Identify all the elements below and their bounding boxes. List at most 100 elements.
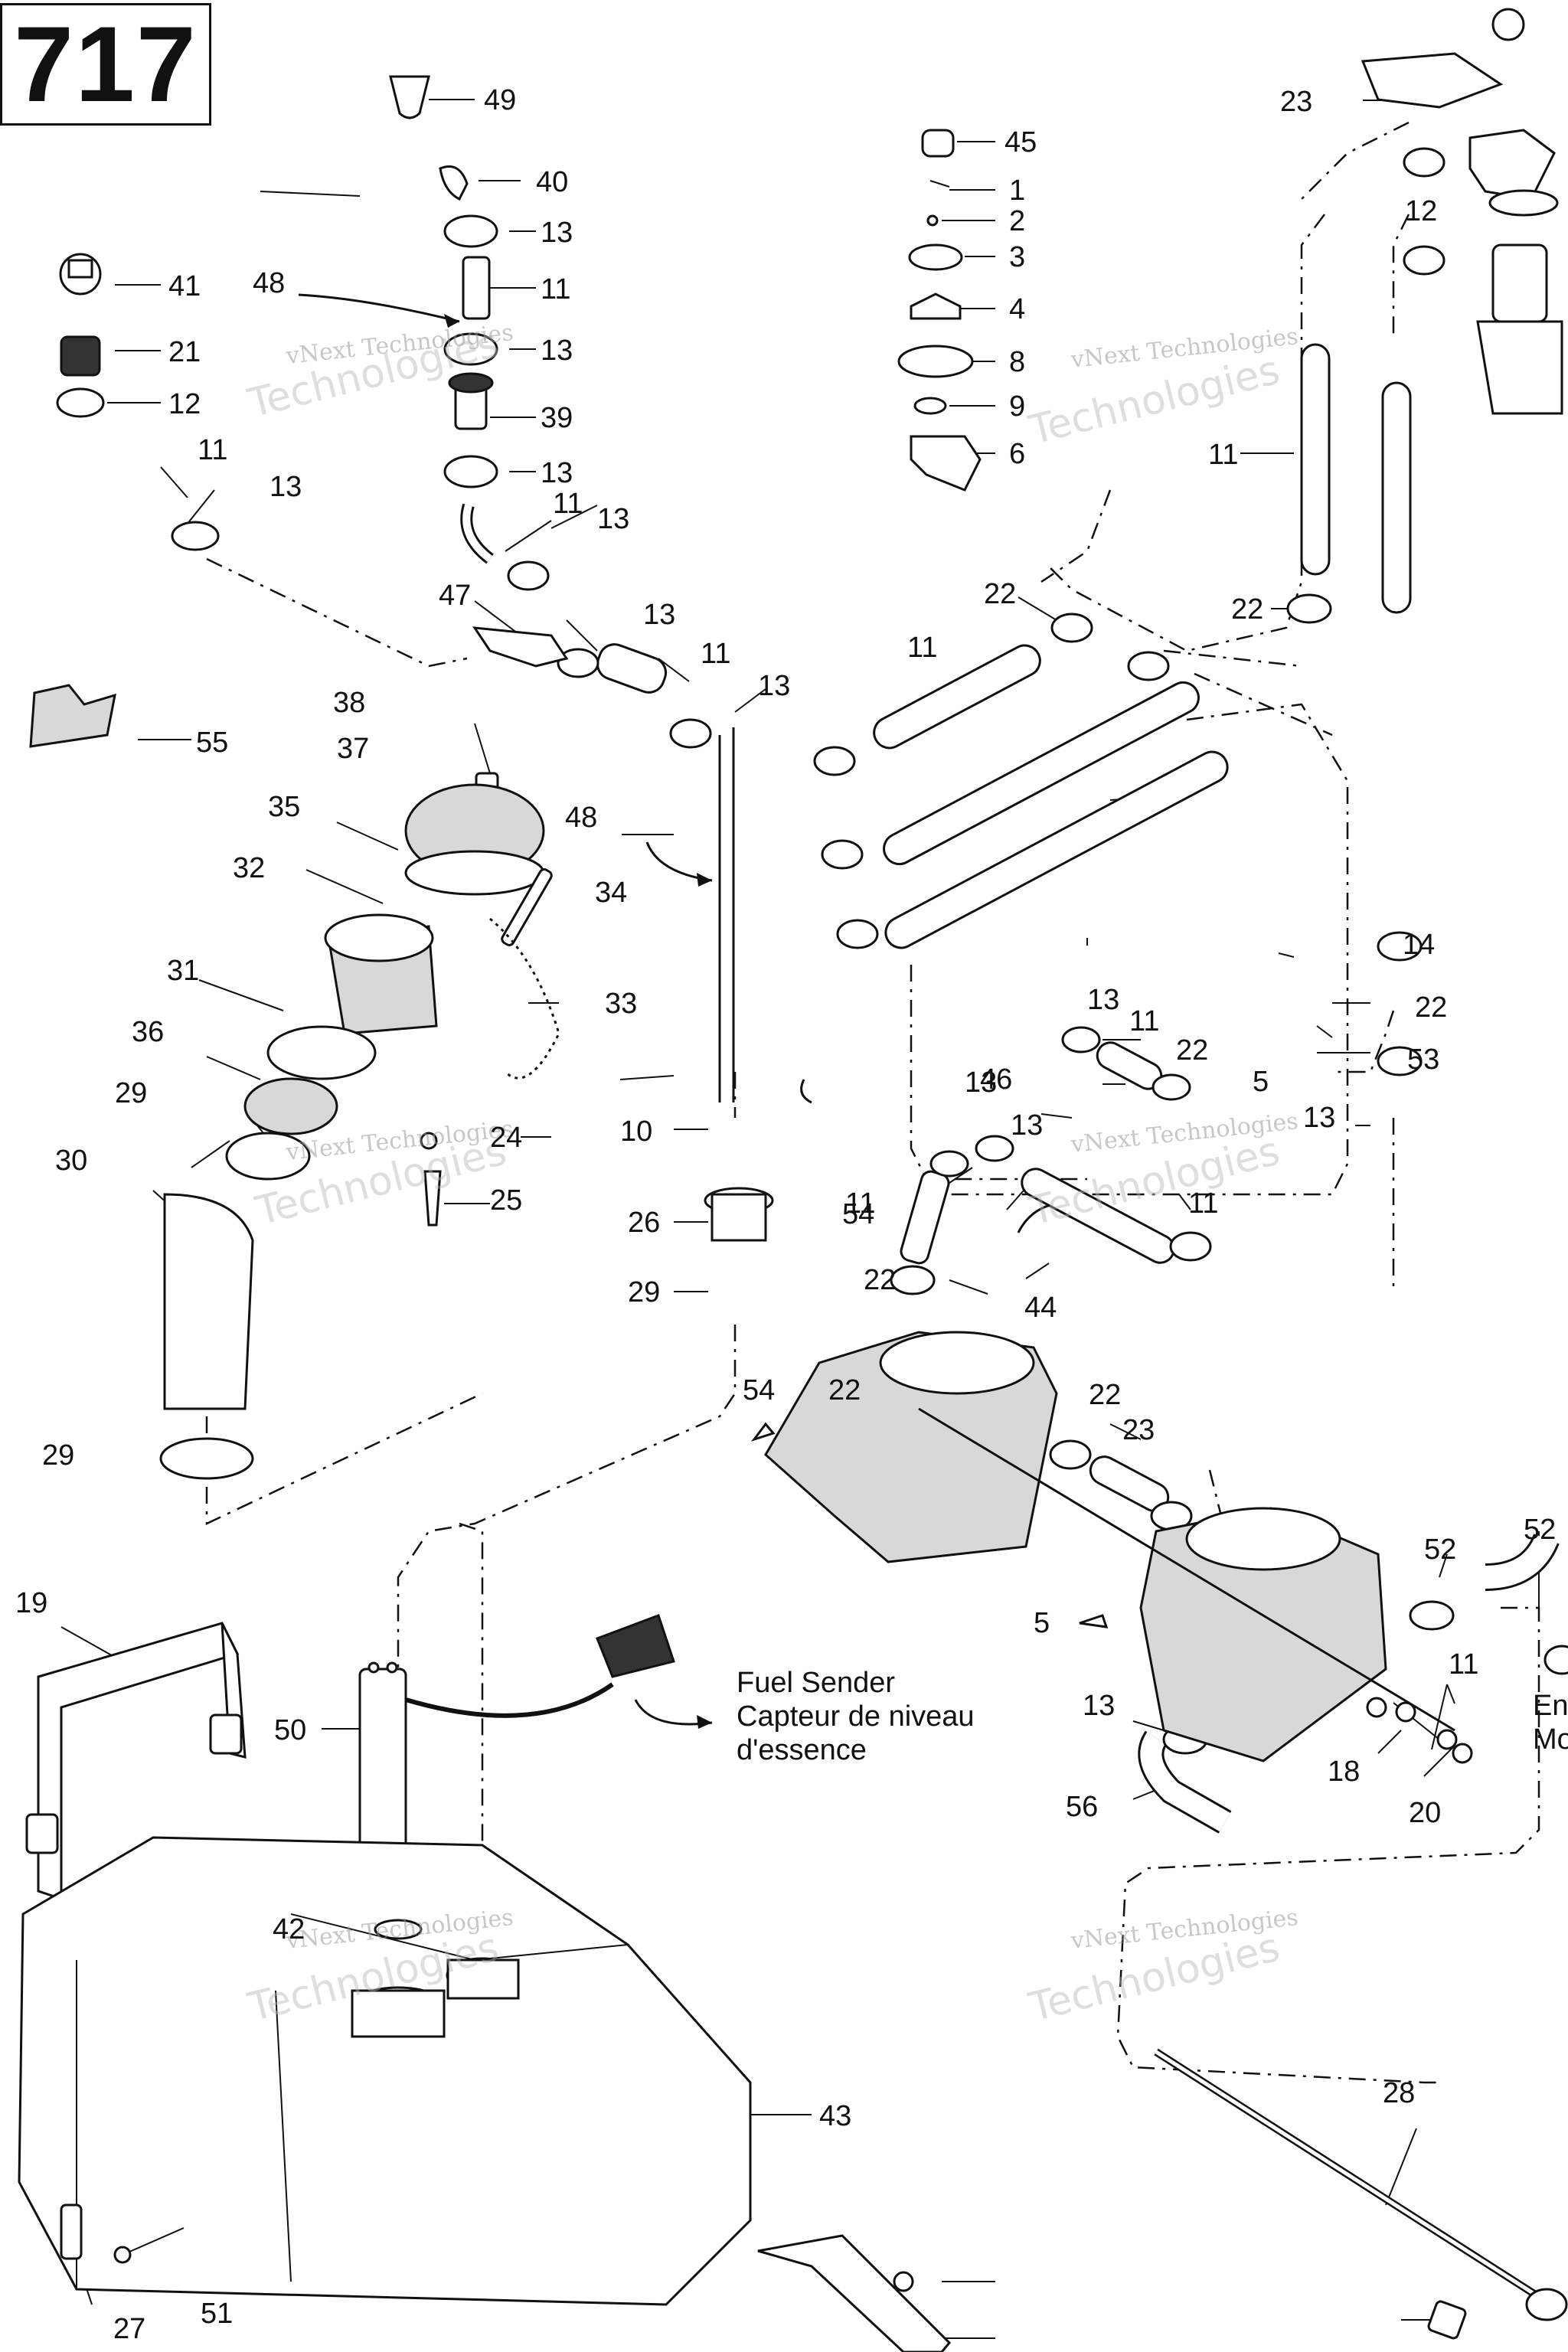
callout: 49 — [484, 84, 516, 116]
callout: 11 — [1188, 1187, 1218, 1220]
callout: 11 — [845, 1187, 875, 1220]
callout: 37 — [337, 733, 369, 765]
callout: 12 — [1405, 195, 1437, 227]
bottom-right-parts — [1154, 2048, 1568, 2340]
callout: 13 — [541, 457, 573, 489]
callout: 9 — [1009, 390, 1025, 423]
fuel-sender-label: Fuel Sender Capteur de niveau d'essence — [737, 1666, 975, 1767]
callout: 8 — [1009, 346, 1025, 378]
page-number: 717 — [14, 4, 198, 124]
callout: 52 — [1424, 1534, 1456, 1566]
callout: 24 — [490, 1122, 522, 1154]
callout: 13 — [965, 1067, 997, 1099]
callout: 3 — [1009, 241, 1025, 273]
callout: 26 — [628, 1207, 660, 1239]
callout: 11 — [701, 638, 730, 670]
edge-note: En Mo — [1533, 1689, 1568, 1756]
callout: 36 — [132, 1016, 164, 1048]
callout: 13 — [597, 503, 629, 535]
callout: 45 — [1004, 126, 1037, 158]
callout: 31 — [167, 955, 199, 987]
fuel-sender-label-fr-1: Capteur de niveau — [737, 1700, 975, 1733]
callout: 13 — [270, 471, 302, 503]
callout: 11 — [553, 488, 583, 520]
filler-assembly — [29, 684, 774, 1480]
callout: 46 — [980, 1063, 1012, 1096]
callout: 12 — [168, 388, 201, 420]
callout: 25 — [490, 1184, 522, 1217]
callout: 22 — [1176, 1034, 1208, 1067]
callout: 1 — [1009, 175, 1025, 207]
callout: 55 — [196, 727, 228, 759]
callout: 32 — [233, 852, 265, 884]
callout: 22 — [1089, 1379, 1121, 1411]
callout: 47 — [439, 580, 471, 612]
callout: 23 — [1280, 86, 1312, 118]
callout: 35 — [268, 791, 300, 823]
callout: 11 — [541, 273, 570, 305]
callout: 13 — [541, 335, 573, 367]
callout: 39 — [541, 402, 573, 434]
callout: 29 — [628, 1276, 660, 1308]
carburetors — [750, 1331, 1473, 1764]
callout: 11 — [1129, 1005, 1159, 1037]
fuel-tank-assembly — [18, 1614, 952, 2352]
callout: 27 — [113, 2313, 145, 2345]
callout: 11 — [198, 434, 227, 466]
edge-note-line-2: Mo — [1533, 1723, 1568, 1756]
edge-note-line-1: En — [1533, 1690, 1568, 1722]
fuel-sender-label-en: Fuel Sender — [737, 1667, 896, 1699]
callout: 50 — [274, 1714, 306, 1746]
callout: 30 — [55, 1145, 87, 1177]
callout: 54 — [842, 1198, 874, 1230]
callout: 52 — [1524, 1514, 1556, 1546]
callout: 53 — [1407, 1044, 1439, 1076]
fuel-sender-label-fr-2: d'essence — [737, 1734, 867, 1766]
callout: 11 — [1208, 439, 1238, 471]
callout: 33 — [605, 988, 637, 1020]
callout: 6 — [1009, 438, 1025, 470]
callout: 13 — [1087, 984, 1119, 1016]
callout: 11 — [1449, 1648, 1478, 1681]
callout: 22 — [864, 1264, 896, 1296]
callout: 29 — [42, 1439, 74, 1472]
callout: 48 — [565, 802, 597, 834]
callout: 13 — [1303, 1102, 1335, 1134]
callout: 56 — [1066, 1791, 1098, 1823]
callout: 42 — [273, 1913, 305, 1945]
callout: 14 — [1403, 929, 1435, 961]
callout: 48 — [253, 267, 285, 299]
callout: 11 — [907, 632, 937, 664]
clamps — [56, 147, 1568, 1755]
callout: 44 — [1024, 1292, 1057, 1324]
callout: 13 — [643, 599, 675, 631]
callout: 4 — [1009, 293, 1025, 325]
callout: 22 — [1231, 593, 1263, 626]
callout: 22 — [1415, 991, 1447, 1024]
callout: 21 — [168, 336, 201, 368]
page-number-box: 717 — [0, 3, 211, 126]
callout: 13 — [541, 217, 573, 249]
callout: 40 — [536, 166, 568, 198]
callout: 51 — [201, 2298, 233, 2330]
callout: 54 — [743, 1374, 775, 1406]
callout: 43 — [819, 2100, 851, 2132]
callout: 20 — [1409, 1797, 1441, 1829]
callout: 41 — [168, 270, 201, 302]
callout: 2 — [1009, 205, 1025, 237]
callout: 5 — [1253, 1066, 1269, 1098]
callout: 5 — [1034, 1607, 1050, 1639]
callout: 38 — [333, 687, 365, 719]
callout-numbers: 49 40 13 11 13 39 13 11 13 41 48 21 12 1… — [15, 84, 1556, 2345]
callout: 13 — [1011, 1109, 1043, 1142]
callout: 18 — [1328, 1756, 1360, 1788]
callout: 28 — [1383, 2077, 1415, 2109]
callout: 34 — [595, 877, 627, 909]
callout: 13 — [1083, 1690, 1115, 1722]
top-parts — [59, 8, 1563, 668]
callout: 23 — [1122, 1414, 1155, 1446]
callout: 13 — [758, 670, 790, 702]
callout: 29 — [115, 1077, 147, 1109]
callout: 19 — [15, 1587, 47, 1619]
